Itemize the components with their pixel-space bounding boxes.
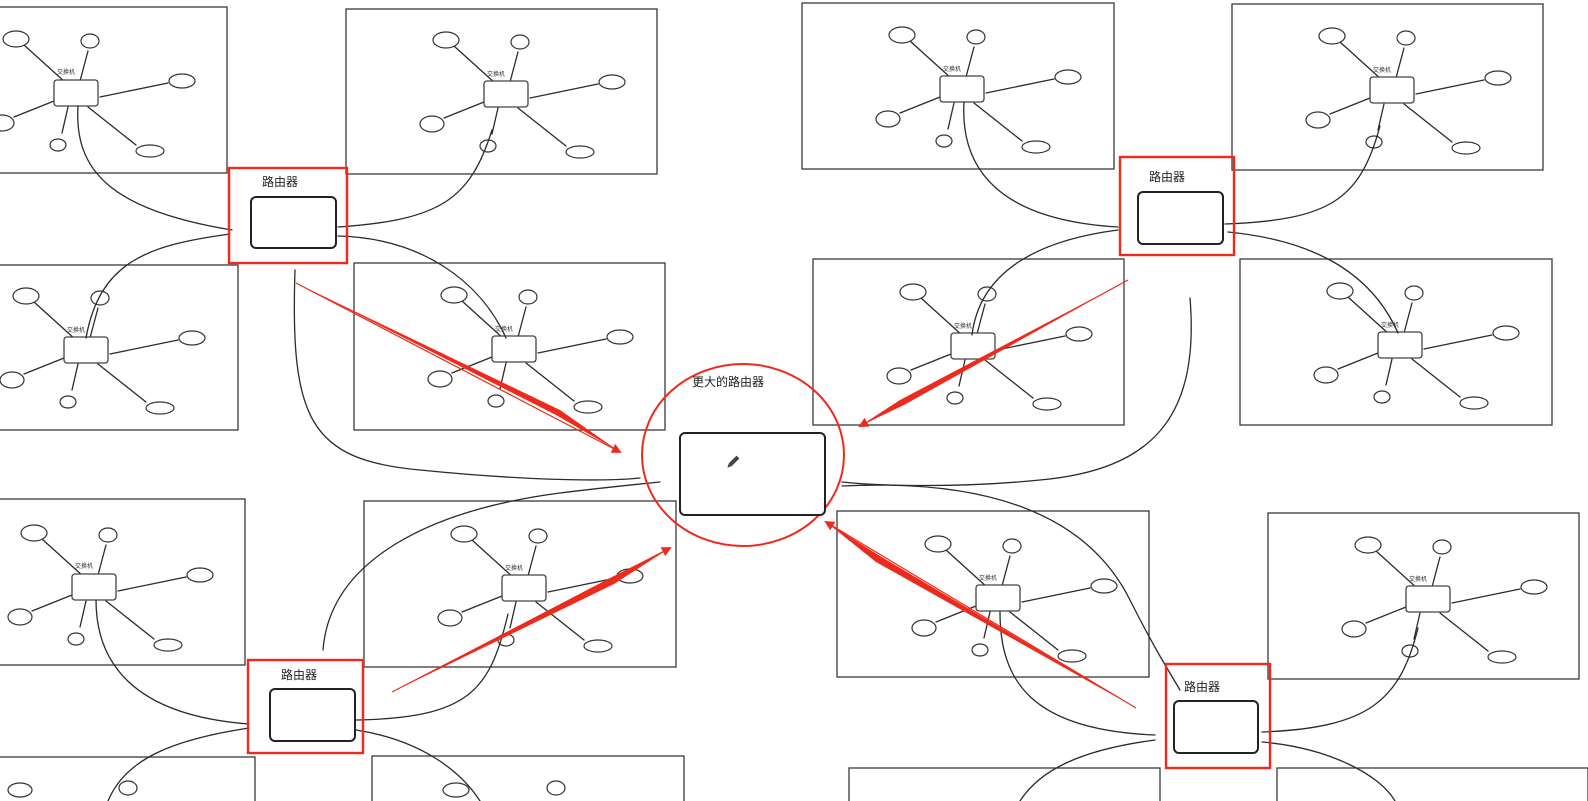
router-highlight xyxy=(1118,155,1236,257)
switch-cluster xyxy=(1341,536,1548,664)
network-panel xyxy=(0,6,228,174)
network-panel xyxy=(345,8,658,175)
network-panel xyxy=(1231,3,1544,171)
switch-label: 交换机 xyxy=(495,325,513,333)
router-label: 路由器 xyxy=(262,174,298,189)
switch-label: 交换机 xyxy=(1373,66,1391,74)
router-label: 路由器 xyxy=(281,667,317,682)
switch-cluster xyxy=(0,30,196,158)
router-label: 路由器 xyxy=(1149,169,1185,184)
network-panel xyxy=(836,510,1150,678)
switch-label: 交换机 xyxy=(979,574,997,582)
switch-cluster xyxy=(427,286,634,414)
router-highlight xyxy=(1164,662,1272,770)
arrow-to-big-router xyxy=(824,520,1137,709)
network-panel xyxy=(1276,767,1588,801)
switch-cluster xyxy=(1313,282,1520,410)
switch-label: 交换机 xyxy=(505,564,523,572)
switch-label: 交换机 xyxy=(954,322,972,330)
switch-cluster xyxy=(875,26,1082,154)
network-panel xyxy=(1239,258,1553,426)
arrow-to-big-router xyxy=(391,547,672,693)
router-highlight xyxy=(246,658,365,755)
switch-label: 交换机 xyxy=(57,68,75,76)
router-box xyxy=(1173,700,1259,754)
switch-label: 交换机 xyxy=(943,65,961,73)
arrow-to-big-router xyxy=(295,282,622,453)
switch-cluster xyxy=(7,524,214,652)
network-panel xyxy=(1267,512,1580,680)
switch-cluster xyxy=(437,525,644,653)
switch-label: 交换机 xyxy=(1381,321,1399,329)
big-router-box xyxy=(679,432,826,516)
switch-label: 交换机 xyxy=(67,326,85,334)
network-panel xyxy=(363,500,677,668)
switch-cluster xyxy=(1305,27,1512,155)
big-router-circle xyxy=(641,363,845,547)
router-box xyxy=(250,196,337,249)
switch-cluster xyxy=(0,287,206,415)
big-router-label: 更大的路由器 xyxy=(692,374,764,389)
router-highlight xyxy=(227,166,349,265)
switch-cluster xyxy=(419,31,626,159)
router-box xyxy=(269,688,356,742)
switch-label: 交换机 xyxy=(1409,575,1427,583)
network-panel xyxy=(0,756,256,801)
network-panel xyxy=(0,498,246,666)
switch-label: 交换机 xyxy=(487,70,505,78)
network-panel xyxy=(371,755,685,801)
network-panel xyxy=(812,258,1125,426)
router-box xyxy=(1137,191,1224,245)
router-label: 路由器 xyxy=(1184,679,1220,694)
network-panel xyxy=(353,262,666,431)
arrow-to-big-router xyxy=(858,279,1129,427)
switch-label: 交换机 xyxy=(75,562,93,570)
network-panel xyxy=(0,264,239,431)
network-panel xyxy=(848,767,1161,801)
network-panel xyxy=(801,2,1115,170)
